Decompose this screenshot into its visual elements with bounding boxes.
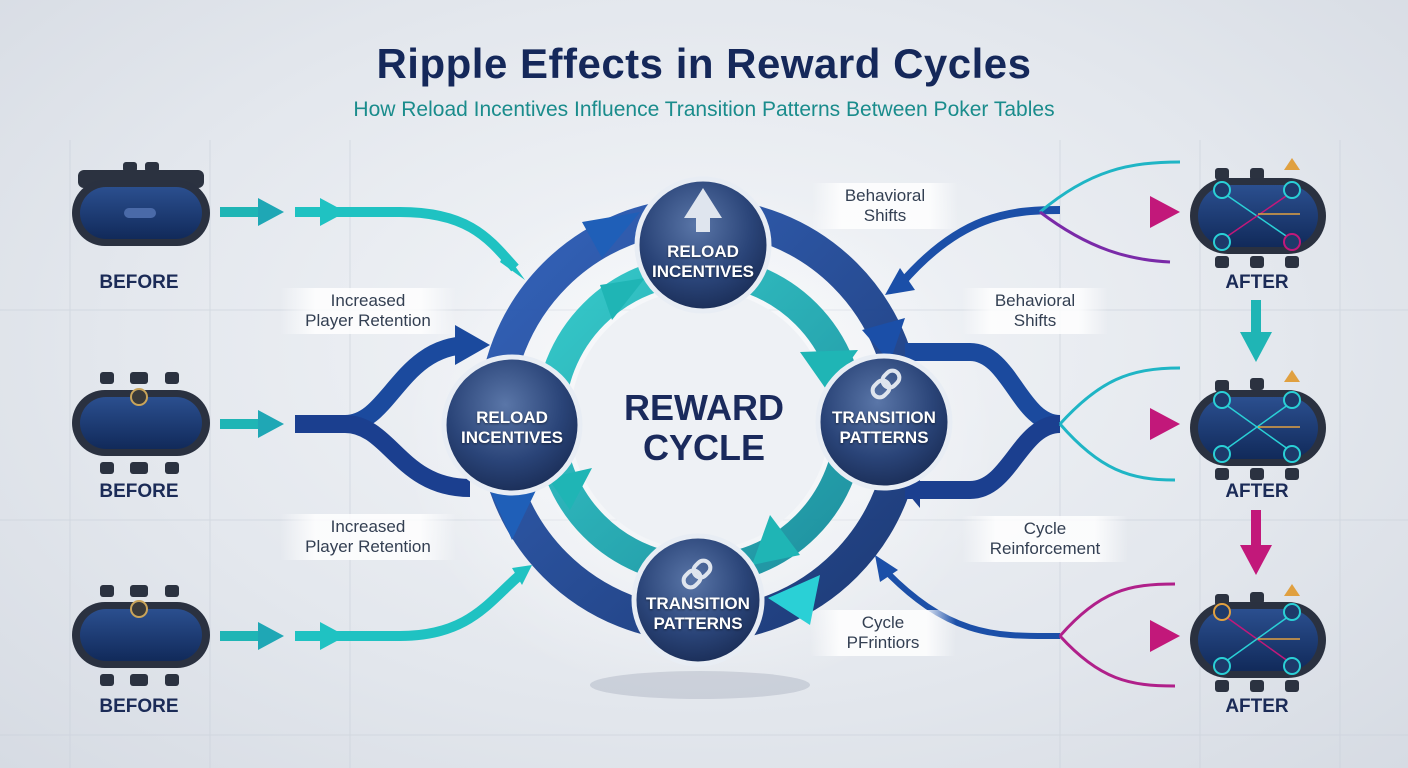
reinforcement-label: Cycle Reinforcement — [962, 516, 1128, 562]
node-left-line1: RELOAD — [476, 408, 548, 427]
cycle-shadow — [590, 671, 810, 699]
cycle-center-line1: REWARD — [624, 387, 784, 428]
node-right-line1: TRANSITION — [832, 408, 936, 427]
node-left-label: RELOAD INCENTIVES — [442, 408, 582, 448]
reinforcement-line1: Cycle — [1023, 519, 1067, 538]
pfrintiors-line2: PFrintiors — [846, 633, 920, 652]
node-top — [634, 176, 772, 314]
node-right-line2: PATTERNS — [839, 428, 929, 447]
arrow-up-icon — [684, 188, 722, 232]
page-title: Ripple Effects in Reward Cycles — [376, 40, 1032, 87]
left-flows — [220, 198, 532, 650]
shifts-top-line2: Shifts — [863, 206, 907, 225]
right-flows — [875, 160, 1272, 688]
node-right-label: TRANSITION PATTERNS — [809, 408, 959, 448]
node-bottom — [631, 533, 765, 667]
ring-arrowheads — [490, 212, 905, 625]
node-right — [815, 353, 953, 491]
node-left — [441, 354, 583, 496]
left-table-2 — [72, 372, 210, 474]
right-table-1 — [1190, 158, 1326, 268]
pfrintiors-line1: Cycle — [861, 613, 905, 632]
node-top-line2: INCENTIVES — [651, 262, 755, 281]
cycle-center-label: REWARD CYCLE — [574, 388, 834, 468]
right-table-3-label: AFTER — [1225, 696, 1289, 717]
left-table-1-label: BEFORE — [99, 272, 179, 293]
retention-label-top: Increased Player Retention — [280, 288, 456, 334]
pfrintiors-label: Cycle PFrintiors — [810, 610, 956, 656]
right-table-3 — [1190, 584, 1326, 692]
shifts-label-mid: Behavioral Shifts — [962, 288, 1108, 334]
node-left-line2: INCENTIVES — [460, 428, 564, 447]
ring-center — [570, 290, 830, 550]
right-table-1-label: AFTER — [1225, 272, 1289, 293]
right-table-2-label: AFTER — [1225, 481, 1289, 502]
left-table-1 — [72, 162, 210, 246]
node-top-label: RELOAD INCENTIVES — [633, 242, 773, 282]
node-bottom-line2: PATTERNS — [653, 614, 743, 633]
shifts-mid-line1: Behavioral — [994, 291, 1076, 310]
shifts-top-line1: Behavioral — [844, 186, 926, 205]
shifts-mid-line2: Shifts — [1013, 311, 1057, 330]
reinforcement-line2: Reinforcement — [989, 539, 1101, 558]
left-table-3-label: BEFORE — [99, 696, 179, 717]
left-table-3 — [72, 585, 210, 686]
retention-bottom-line2: Player Retention — [305, 537, 431, 556]
cycle-center-line2: CYCLE — [642, 427, 765, 468]
left-table-2-label: BEFORE — [99, 481, 179, 502]
retention-top-line2: Player Retention — [305, 311, 431, 330]
node-bottom-label: TRANSITION PATTERNS — [623, 594, 773, 634]
retention-label-bottom: Increased Player Retention — [280, 514, 456, 560]
page-subtitle: How Reload Incentives Influence Transiti… — [353, 98, 1055, 121]
shifts-label-top: Behavioral Shifts — [812, 183, 958, 229]
chain-link-icon — [870, 368, 902, 400]
right-table-2 — [1190, 370, 1326, 480]
chain-link-icon — [681, 558, 713, 590]
node-top-line1: RELOAD — [667, 242, 739, 261]
retention-top-line1: Increased — [330, 291, 406, 310]
retention-bottom-line1: Increased — [330, 517, 406, 536]
node-bottom-line1: TRANSITION — [646, 594, 750, 613]
